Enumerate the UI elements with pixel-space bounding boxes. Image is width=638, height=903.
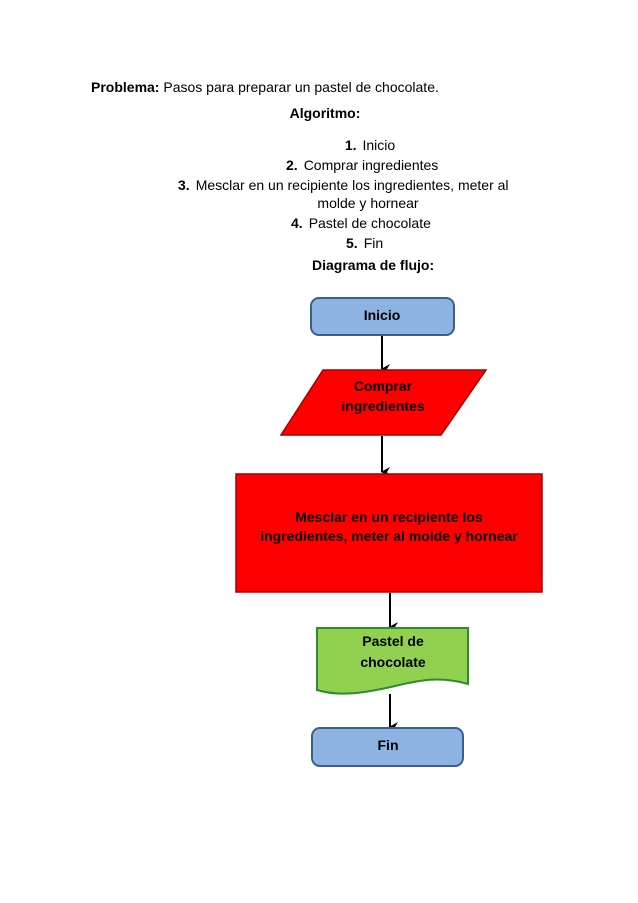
node-cake: Pastel de chocolate [316, 627, 469, 695]
node-end-shape [311, 727, 464, 767]
step-text: Mesclar en un recipiente los ingrediente… [195, 177, 509, 193]
node-buy-shape [279, 369, 488, 436]
flow-edges [381, 336, 398, 732]
node-start-label: Inicio [364, 307, 401, 323]
node-mix-shape [235, 473, 543, 593]
node-cake-label-line-2: chocolate [360, 654, 426, 670]
step-text: Inicio [362, 137, 396, 153]
node-end-label: Fin [378, 737, 399, 753]
algorithm-title: Algoritmo: [289, 105, 361, 121]
step-text: Fin [363, 235, 384, 251]
algorithm-step-4: 4. Pastel de chocolate [291, 215, 431, 232]
step-number: 4. [291, 215, 303, 231]
node-buy-label-line-1: Comprar [354, 378, 413, 394]
node-start-shape [310, 297, 455, 336]
node-mix-label-line-1: Mesclar en un recipiente los [295, 509, 483, 525]
node-cake-shape [316, 627, 469, 695]
problem-text: Pasos para preparar un pastel de chocola… [163, 79, 439, 95]
algorithm-step-1: 1. Inicio [0, 137, 638, 154]
node-mix: Mesclar en un recipiente los ingrediente… [235, 473, 543, 593]
step-number: 3. [178, 177, 190, 193]
step-text: Comprar ingredientes [303, 157, 439, 173]
step-number: 2. [286, 157, 298, 173]
node-end: Fin [311, 727, 464, 767]
node-cake-label-line-1: Pastel de [362, 633, 424, 649]
algorithm-step-3-continued: molde y hornear [317, 195, 419, 211]
problem-statement: Problema: Pasos para preparar un pastel … [91, 79, 439, 96]
algorithm-step-3: 3. Mesclar en un recipiente los ingredien… [178, 177, 509, 194]
algorithm-step-2: 2. Comprar ingredientes [286, 157, 438, 174]
node-buy-label-line-2: ingredientes [341, 398, 424, 414]
node-mix-label-line-2: ingredientes, meter al molde y hornear [260, 528, 518, 544]
node-buy: Comprar ingredientes [279, 369, 488, 436]
node-start: Inicio [310, 297, 455, 336]
diagram-title: Diagrama de flujo: [312, 257, 435, 273]
step-number: 1. [344, 137, 357, 153]
problem-label: Problema: [91, 79, 160, 95]
step-text: Pastel de chocolate [308, 215, 431, 231]
algorithm-step-5: 5. Fin [346, 235, 383, 252]
step-number: 5. [346, 235, 358, 251]
